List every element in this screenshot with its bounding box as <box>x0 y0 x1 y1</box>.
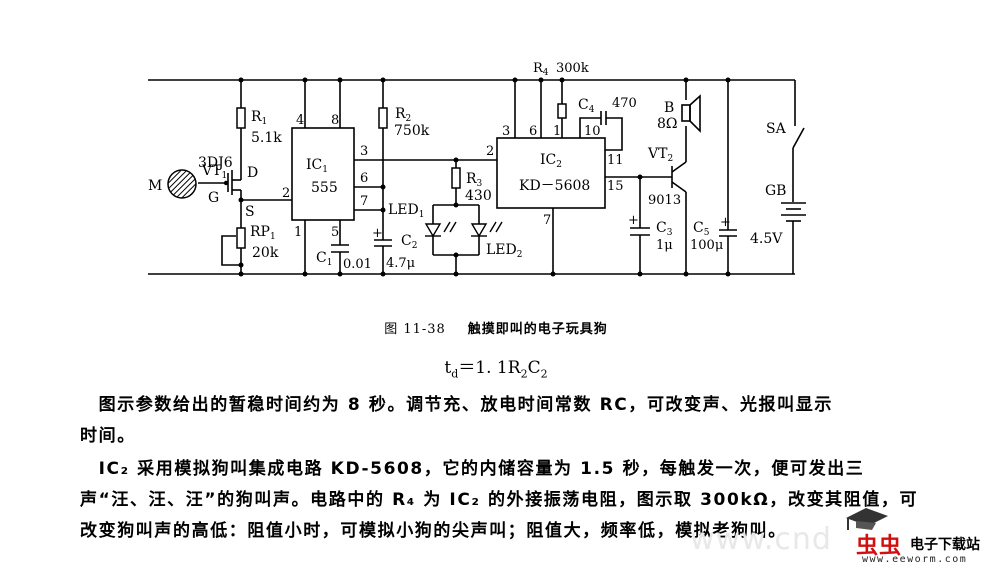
circuit-schematic: M VT1 3DJ6 D G S R1 5.1k RP1 20k IC1 555… <box>148 61 806 277</box>
ic2-pin-10: 10 <box>584 124 601 139</box>
figure-title: 触摸即叫的电子玩具狗 <box>467 322 608 337</box>
c3-value: 1μ <box>656 238 673 253</box>
r1-label: R1 <box>251 109 267 127</box>
formula-c-sub: 2 <box>540 367 548 381</box>
led2-label: LED2 <box>486 242 522 260</box>
led-symbols <box>424 221 503 238</box>
ic1-pin-1: 1 <box>294 225 302 240</box>
r4-label: R4 <box>533 61 549 78</box>
watermark-faint-text: www.cnd <box>690 522 832 557</box>
ic2-pin-7: 7 <box>543 213 551 228</box>
watermark-url: www.eeworm.com <box>862 554 968 565</box>
figure-number: 图 11-38 <box>384 322 446 337</box>
paragraph-line: 改变狗叫声的高低：阻值小时，可模拟小狗的尖声叫；阻值大，频率低，模拟老狗叫。 <box>80 521 787 541</box>
paragraph-2: IC₂ 采用模拟狗叫集成电路 KD-5608，它的内储容量为 1.5 秒，每触发… <box>80 454 920 547</box>
formula-r-sub: 2 <box>520 367 528 381</box>
led1-icon <box>424 223 442 238</box>
paragraph-line: IC₂ 采用模拟狗叫集成电路 KD-5608，它的内储容量为 1.5 秒，每触发… <box>80 459 865 479</box>
ic1-pin-6: 6 <box>360 171 368 186</box>
r4-body <box>557 103 567 119</box>
ic2-part: KD－5608 <box>519 178 590 194</box>
vt1-gate-label: G <box>208 190 219 206</box>
c2-polarity: + <box>372 226 383 241</box>
r2-body <box>378 107 388 129</box>
ic2-label: IC2 <box>540 152 562 170</box>
ic1-pin-3: 3 <box>360 144 368 159</box>
ic2-pin-2: 2 <box>486 144 494 159</box>
mic-label: M <box>148 178 162 194</box>
ic1-pin-5: 5 <box>331 225 339 240</box>
speaker-value: 8Ω <box>657 116 678 132</box>
rp1-value: 20k <box>252 245 279 261</box>
c5-value: 100μ <box>690 238 723 253</box>
c5-label: C5 <box>693 220 710 238</box>
paragraph-line: 时间。 <box>80 426 136 446</box>
formula-rhs: ＝1. 1R <box>458 358 521 378</box>
r4-value: 300k <box>556 61 589 76</box>
c3-polarity: + <box>628 213 639 228</box>
rp1-label: RP1 <box>250 224 276 242</box>
c1-label: C1 <box>316 250 332 268</box>
microphone-icon <box>167 169 197 199</box>
r2-value: 750k <box>394 123 430 139</box>
c2-label: C2 <box>401 233 417 251</box>
ic2-pin-15: 15 <box>607 179 624 194</box>
led1-label: LED1 <box>388 202 424 220</box>
rp1-body <box>236 227 246 249</box>
vt1-part-label: 3DJ6 <box>198 155 233 171</box>
resistors <box>236 103 567 249</box>
formula-lhs-sub: d <box>451 367 459 381</box>
ic1-pin-4: 4 <box>296 113 304 128</box>
r3-label: R3 <box>466 171 483 189</box>
r1-body <box>236 107 246 129</box>
r1-value: 5.1k <box>251 130 282 146</box>
r3-value: 430 <box>465 188 492 204</box>
graduation-cap-icon <box>846 508 888 530</box>
c4-label: C4 <box>578 97 595 115</box>
r3-body <box>451 167 461 189</box>
ic2-pin-3: 3 <box>502 124 510 139</box>
switch-label: SA <box>766 121 787 137</box>
ic1-part: 555 <box>311 180 338 196</box>
vt1-source-label: S <box>245 204 255 220</box>
junction-dots <box>223 77 731 277</box>
watermark-logo: 虫虫 <box>856 534 903 559</box>
wires <box>148 79 806 275</box>
c1-value: 0.01 <box>343 257 372 272</box>
ic1-label: IC1 <box>306 157 328 175</box>
vt2-label: VT2 <box>647 146 673 164</box>
ic2-pin-6: 6 <box>529 124 537 139</box>
vt1-label: VT1 <box>201 163 227 181</box>
battery-value: 4.5V <box>750 231 783 247</box>
r2-label: R2 <box>395 106 411 124</box>
c5-polarity: + <box>720 215 731 230</box>
watermark-brand: 电子下载站 <box>910 537 980 553</box>
speaker-label: B <box>664 100 674 116</box>
led2-icon <box>470 223 488 238</box>
ic2-pin-11: 11 <box>607 153 624 168</box>
ic1-pin-2: 2 <box>282 186 290 201</box>
c3-label: C3 <box>656 220 673 238</box>
ic1-pin-8: 8 <box>331 113 339 128</box>
formula-c: C <box>527 358 541 378</box>
formula: td＝1. 1R2C2 <box>0 353 992 380</box>
c2-value: 4.7μ <box>386 256 415 271</box>
ic2-pin-1: 1 <box>553 124 561 139</box>
vt2-part: 9013 <box>648 193 681 208</box>
figure-caption: 图 11-38 触摸即叫的电子玩具狗 <box>0 318 992 337</box>
paragraph-line: 声“汪、汪、汪”的狗叫声。电路中的 R₄ 为 IC₂ 的外接振荡电阻，图示取 3… <box>80 490 919 510</box>
c4-value: 470 <box>612 96 637 111</box>
vt1-drain-label: D <box>247 165 258 181</box>
ic1-pin-7: 7 <box>360 194 368 209</box>
formula-lhs: t <box>444 358 452 378</box>
paragraph-1: 图示参数给出的暂稳时间约为 8 秒。调节充、放电时间常数 RC，可改变声、光报叫… <box>80 390 920 452</box>
paragraph-line: 图示参数给出的暂稳时间约为 8 秒。调节充、放电时间常数 RC，可改变声、光报叫… <box>80 395 833 415</box>
battery-label: GB <box>765 183 786 199</box>
